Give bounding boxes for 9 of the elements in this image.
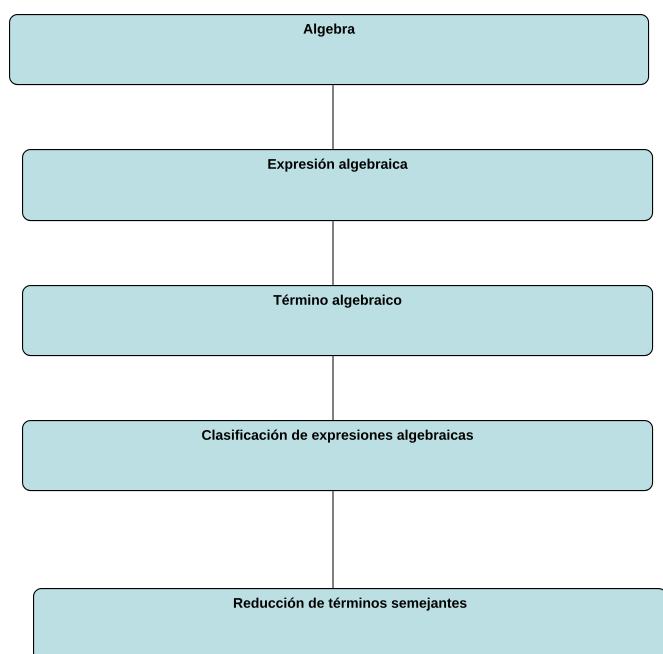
process-box: Clasificación de expresiones algebraicas xyxy=(22,420,654,492)
process-box: Expresión algebraica xyxy=(22,149,654,222)
process-box: Reducción de términos semejantes xyxy=(33,588,663,654)
process-box: Algebra xyxy=(9,14,650,86)
connector-line xyxy=(332,356,334,420)
connector-line xyxy=(332,490,334,588)
connector-line xyxy=(332,220,334,286)
connector-line xyxy=(332,84,334,150)
process-box: Término algebraico xyxy=(22,284,654,356)
